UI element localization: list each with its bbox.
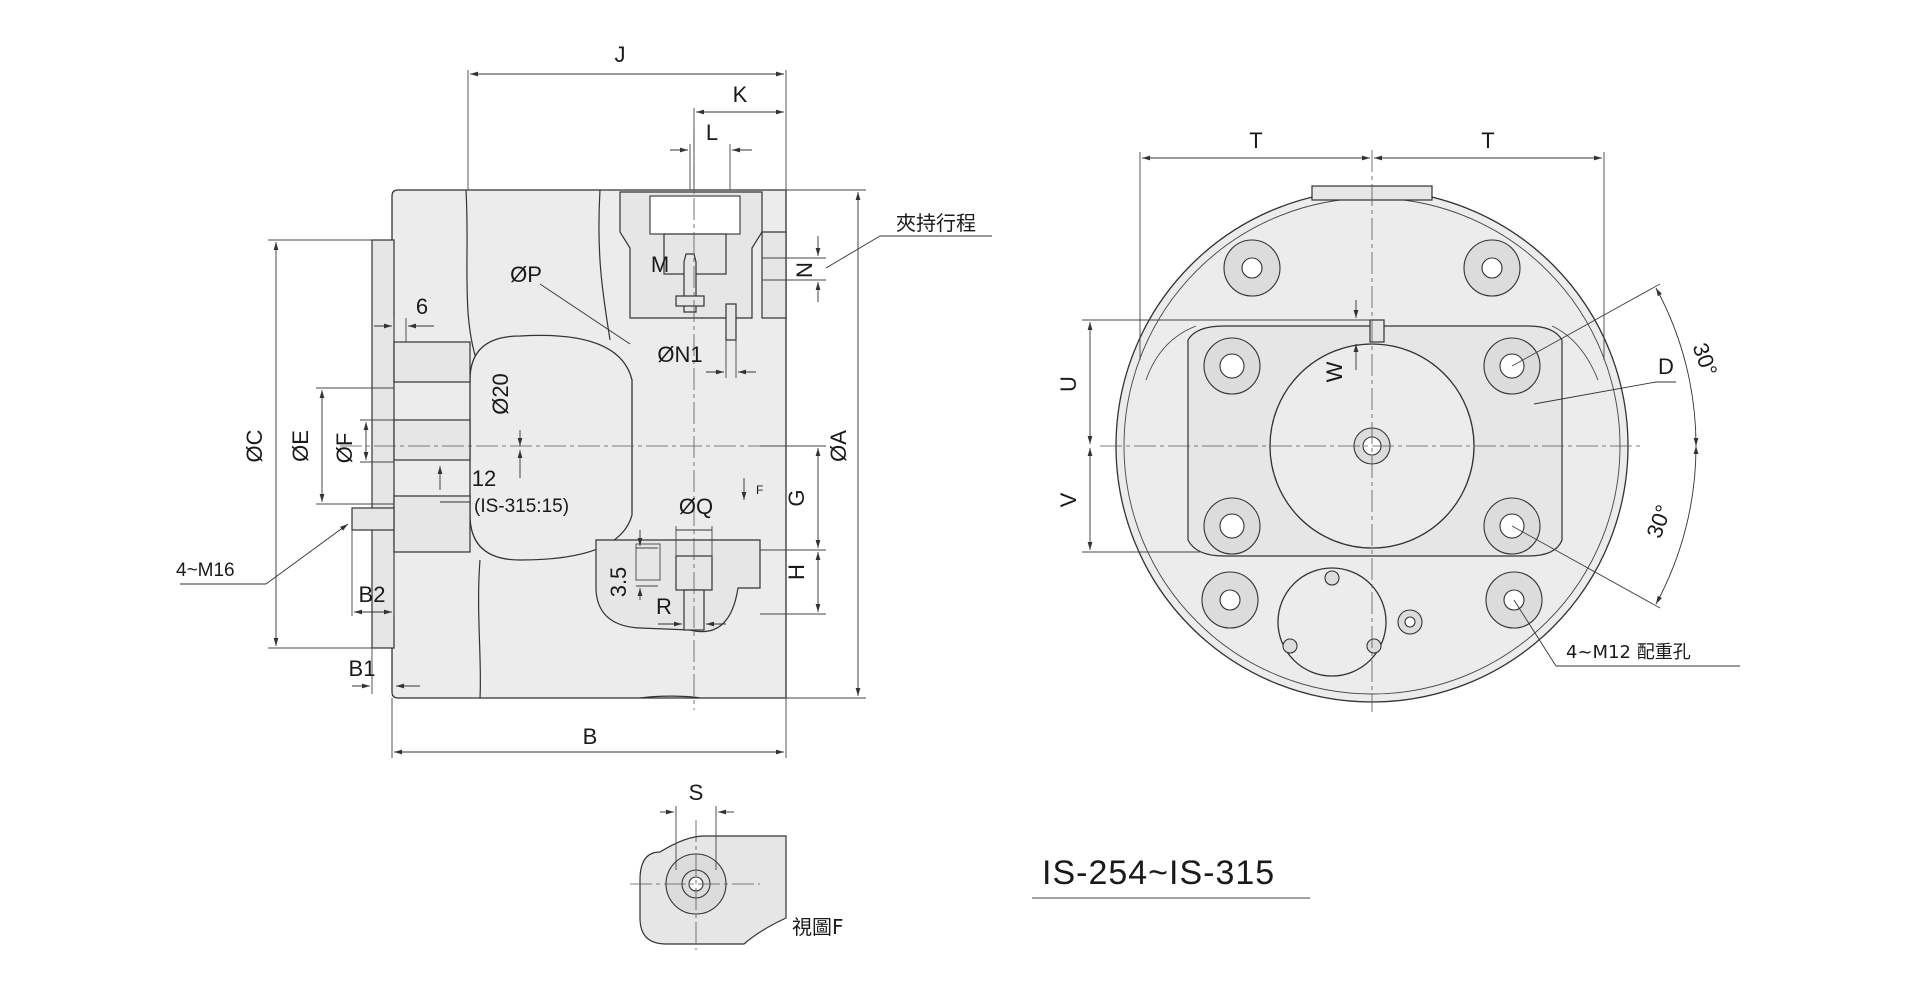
dim-4-m12: 4~M12 配重孔 <box>1566 642 1691 663</box>
side-view: J K L M N 夾持行程 ØP ØN1 6 <box>176 42 992 758</box>
dim-B: B <box>583 724 598 749</box>
angle-top: 30° <box>1688 340 1723 380</box>
dim-3-5: 3.5 <box>606 567 631 598</box>
dim-M: M <box>651 252 669 277</box>
dim-phi20: Ø20 <box>488 373 513 415</box>
dim-W: W <box>1322 361 1347 382</box>
dim-6: 6 <box>416 294 428 319</box>
dim-D: D <box>1658 354 1674 379</box>
dim-E: ØE <box>288 430 313 462</box>
dim-K: K <box>733 82 748 107</box>
dim-A: ØA <box>826 430 851 462</box>
dim-S: S <box>689 780 704 805</box>
dim-B2: B2 <box>359 582 386 607</box>
view-f-label: 視圖F <box>792 915 844 939</box>
dim-12: 12 <box>472 466 496 491</box>
dim-U: U <box>1056 376 1081 392</box>
dim-Q: ØQ <box>679 494 713 519</box>
dim-4-m16: 4~M16 <box>176 560 235 581</box>
dim-F: ØF <box>332 433 357 464</box>
mount-holes <box>1201 239 1543 629</box>
dim-J: J <box>615 42 626 67</box>
dim-N1: ØN1 <box>657 342 702 367</box>
dim-P: ØP <box>510 262 542 287</box>
dim-T-right: T <box>1481 128 1494 153</box>
view-f: S 視圖F <box>630 780 844 950</box>
dim-N: N <box>792 262 817 278</box>
dim-is315-note: (IS-315:15) <box>474 496 569 517</box>
bore-oval <box>469 334 633 561</box>
dim-V: V <box>1056 492 1081 507</box>
dim-T-left: T <box>1249 128 1262 153</box>
dim-C: ØC <box>242 429 267 462</box>
dim-H: H <box>784 564 809 580</box>
view-f-arrow-label: F <box>756 483 763 497</box>
dim-L: L <box>706 120 718 145</box>
dim-B1: B1 <box>349 656 376 681</box>
lower-plate <box>1277 567 1387 677</box>
angle-bottom: 30° <box>1642 502 1677 542</box>
model-title: IS-254~IS-315 <box>1042 854 1275 892</box>
dim-R: R <box>656 594 672 619</box>
clamp-stroke-label: 夾持行程 <box>896 211 976 235</box>
front-view: T T U V W D 30° 30° 4~M12 配重孔 <box>1056 128 1740 712</box>
dim-G: G <box>784 489 809 506</box>
